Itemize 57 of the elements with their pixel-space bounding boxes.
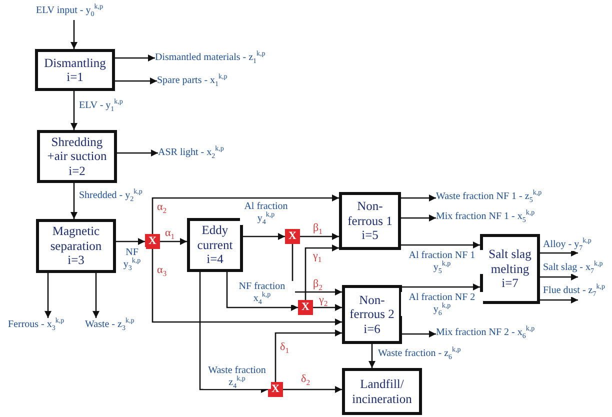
arrow bbox=[199, 272, 268, 393]
splitter-label: X bbox=[288, 231, 296, 242]
arrow bbox=[401, 214, 436, 222]
splitter-box bbox=[268, 382, 283, 397]
splitter-label: X bbox=[272, 384, 280, 395]
arrow bbox=[117, 150, 158, 156]
arrow bbox=[274, 330, 342, 382]
arrow bbox=[243, 233, 285, 240]
arrow bbox=[368, 344, 376, 368]
process-box bbox=[187, 218, 243, 272]
splitter-box bbox=[285, 229, 300, 244]
arrow bbox=[115, 54, 155, 62]
arrow bbox=[92, 273, 100, 318]
process-label: Salt slag melting i=7 bbox=[488, 247, 532, 291]
process-label: Landfill/ incineration bbox=[351, 377, 413, 406]
process-label: Non-ferrous 2 i=6 bbox=[348, 292, 396, 336]
arrow bbox=[540, 250, 578, 256]
process-label: Non-ferrous 1 i=5 bbox=[346, 199, 394, 243]
arrow bbox=[304, 244, 339, 300]
edge-label: δ$_{1}$ bbox=[279, 341, 290, 353]
arrow bbox=[300, 233, 339, 240]
splitter-box bbox=[145, 234, 160, 249]
arrow bbox=[226, 272, 298, 311]
splitter-label: X bbox=[148, 236, 156, 247]
arrow bbox=[402, 330, 436, 338]
arrow bbox=[401, 194, 436, 202]
arrow bbox=[313, 304, 342, 311]
arrow bbox=[283, 386, 342, 393]
process-label: Eddy current i=4 bbox=[196, 223, 234, 267]
process-box bbox=[480, 234, 540, 304]
process-box bbox=[37, 130, 117, 183]
process-label: Dismantling i=1 bbox=[43, 56, 107, 84]
arrow bbox=[116, 238, 145, 245]
arrow bbox=[160, 238, 187, 245]
process-box bbox=[339, 192, 401, 250]
splitter-box bbox=[298, 300, 313, 315]
process-box bbox=[342, 368, 422, 415]
process-box bbox=[342, 285, 402, 344]
process-label: Shredding +air suction i=2 bbox=[46, 134, 108, 178]
arrow bbox=[540, 296, 578, 304]
arrow bbox=[540, 274, 578, 280]
process-box bbox=[35, 49, 115, 91]
arrow bbox=[152, 249, 342, 326]
arrow bbox=[401, 242, 480, 248]
splitter-label: X bbox=[302, 302, 310, 313]
edge-label: δ$_{2}$ bbox=[300, 373, 312, 385]
edge-label: β$_{2}$ bbox=[312, 278, 324, 290]
arrow bbox=[70, 91, 78, 130]
arrow bbox=[70, 20, 78, 49]
arrow bbox=[115, 78, 157, 84]
arrow bbox=[152, 194, 339, 234]
arrow bbox=[44, 273, 52, 318]
process-box bbox=[36, 219, 116, 273]
process-label: Magnetic separation i=3 bbox=[49, 224, 103, 268]
edge-label: β$_{1}$ bbox=[312, 222, 324, 234]
arrow bbox=[402, 284, 480, 290]
arrow bbox=[70, 183, 78, 219]
